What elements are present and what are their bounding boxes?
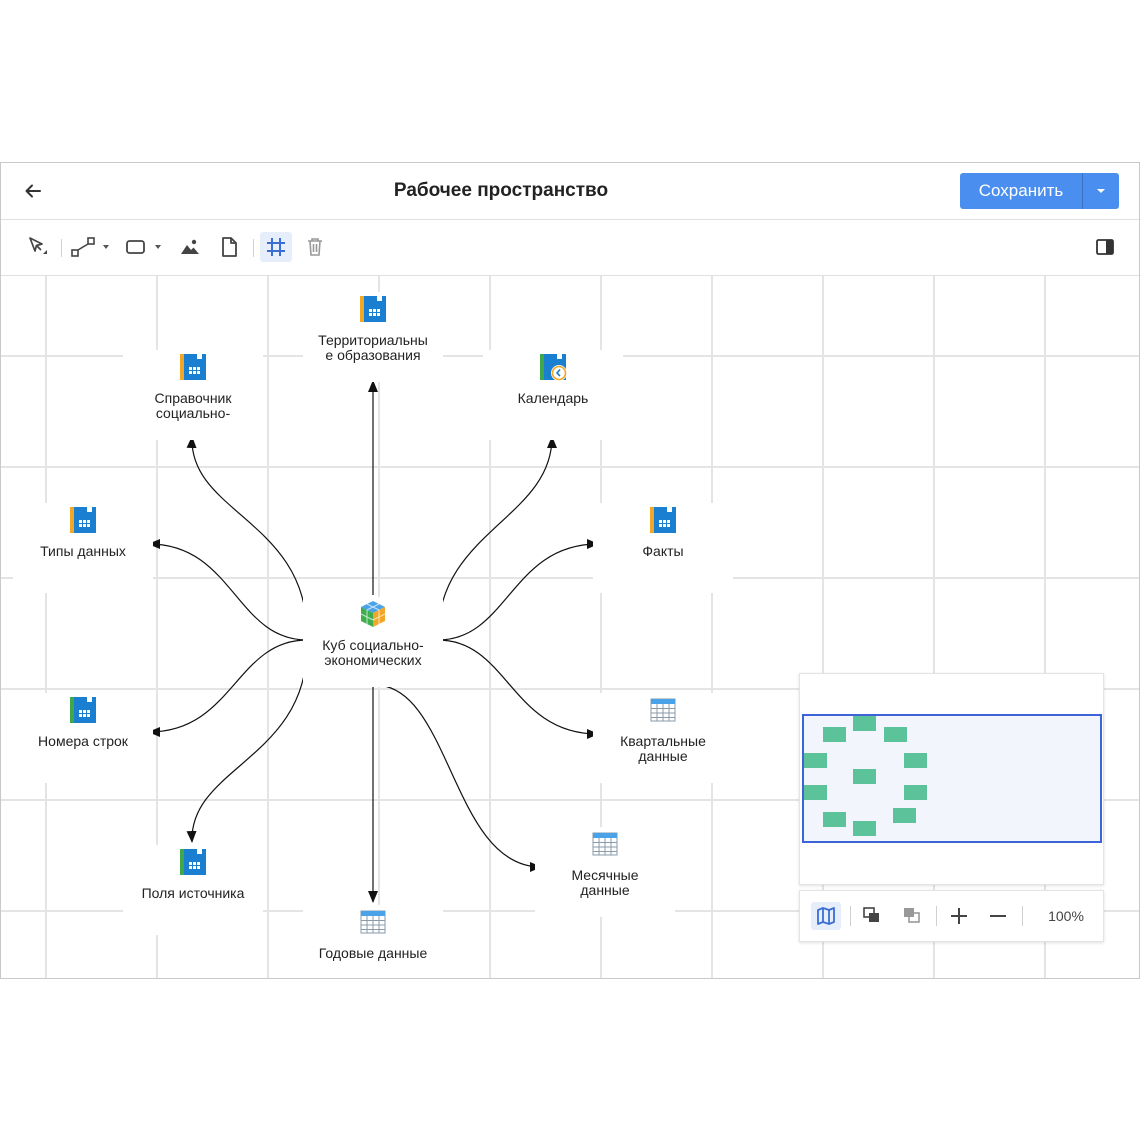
bring-forward-icon xyxy=(863,907,879,922)
node-label: Типы данных xyxy=(40,543,126,559)
zoom-toolbar: 100% xyxy=(799,890,1104,942)
zoom-in-icon xyxy=(951,908,967,924)
dictionary-icon xyxy=(70,505,96,533)
map-icon xyxy=(817,907,835,925)
trash-icon xyxy=(308,238,322,256)
dictionary-icon xyxy=(180,352,206,380)
header: Рабочее пространство Сохранить xyxy=(1,163,1139,220)
link-center-monthly xyxy=(372,684,542,872)
minimap[interactable] xyxy=(799,673,1104,885)
node-label: Квартальные данные xyxy=(620,733,706,764)
node-label: Справочник социально- xyxy=(154,390,232,421)
cube-icon xyxy=(360,601,386,627)
rectangle-icon xyxy=(126,240,161,254)
calendar-dictionary-icon xyxy=(540,352,567,381)
minimap-node xyxy=(823,812,846,827)
shape-tool-button[interactable] xyxy=(123,232,167,262)
zoom-in-button[interactable] xyxy=(944,902,974,930)
node-label: Годовые данные xyxy=(318,945,428,961)
minimap-node xyxy=(853,716,876,731)
save-button[interactable]: Сохранить xyxy=(960,173,1082,209)
dictionary-icon xyxy=(360,294,386,322)
send-backward-icon xyxy=(904,908,920,923)
table-icon xyxy=(650,698,676,722)
minimap-node xyxy=(893,808,916,823)
caret-down-icon xyxy=(1097,189,1105,193)
node-territories[interactable]: Территориальны е образования xyxy=(303,292,443,382)
arrow-left-icon xyxy=(25,184,41,198)
image-icon xyxy=(181,239,199,254)
node-calendar[interactable]: Календарь xyxy=(483,350,623,440)
link-center-quarterly xyxy=(437,639,599,739)
minimap-node xyxy=(804,753,827,768)
minimap-viewport[interactable] xyxy=(802,714,1102,843)
node-quarterly[interactable]: Квартальные данные xyxy=(593,693,733,783)
save-button-group: Сохранить xyxy=(960,173,1119,209)
bring-forward-button[interactable] xyxy=(857,902,887,930)
link-center-row-numbers xyxy=(148,639,308,737)
minimap-node xyxy=(853,821,876,836)
connector-tool-button[interactable] xyxy=(69,232,113,262)
dictionary-icon xyxy=(180,847,206,875)
node-label: Факты xyxy=(642,543,684,559)
toggle-side-panel-button[interactable] xyxy=(1090,232,1120,262)
link-center-data-types xyxy=(148,539,308,641)
link-center-social-dict xyxy=(186,436,308,641)
zoom-level[interactable]: 100% xyxy=(1048,908,1084,924)
zoom-out-button[interactable] xyxy=(983,902,1013,930)
document-tool-button[interactable] xyxy=(214,232,244,262)
node-label: Территориальны е образования xyxy=(318,332,428,363)
node-monthly[interactable]: Месячные данные xyxy=(535,827,675,917)
node-annual[interactable]: Годовые данные xyxy=(303,905,443,978)
dictionary-icon xyxy=(70,695,96,723)
table-icon xyxy=(592,832,618,856)
node-label: Поля источника xyxy=(141,885,245,901)
node-label: Календарь xyxy=(517,390,589,406)
minimap-node xyxy=(853,769,876,784)
connector-icon xyxy=(71,237,109,257)
back-button[interactable] xyxy=(19,177,47,205)
zoom-out-icon xyxy=(990,915,1006,917)
toolbar xyxy=(1,220,1139,276)
diagram-canvas[interactable]: Территориальны е образования Справочник … xyxy=(1,276,1139,978)
node-label: Куб социально- экономических xyxy=(322,637,424,668)
table-icon xyxy=(360,910,386,934)
workspace-window: Рабочее пространство Сохранить xyxy=(0,162,1140,979)
send-backward-button[interactable] xyxy=(897,902,927,930)
link-center-calendar xyxy=(437,436,557,641)
grid-toggle-button[interactable] xyxy=(260,232,292,262)
node-social-dictionary[interactable]: Справочник социально- xyxy=(123,350,263,440)
minimap-node xyxy=(823,727,846,742)
node-row-numbers[interactable]: Номера строк xyxy=(13,693,153,783)
minimap-toggle-button[interactable] xyxy=(811,902,841,930)
image-tool-button[interactable] xyxy=(175,232,205,262)
node-label: Месячные данные xyxy=(571,867,639,898)
minimap-node xyxy=(904,785,927,800)
minimap-node xyxy=(884,727,907,742)
select-tool-button[interactable] xyxy=(23,232,53,262)
link-center-facts xyxy=(437,539,599,641)
dictionary-icon xyxy=(650,505,676,533)
node-center-cube[interactable]: Куб социально- экономических xyxy=(303,597,443,687)
pointer-icon xyxy=(29,237,47,254)
minimap-node xyxy=(904,753,927,768)
grid-icon xyxy=(267,238,285,256)
panel-toggle-icon xyxy=(1096,239,1114,255)
node-data-types[interactable]: Типы данных xyxy=(13,503,153,593)
node-label: Номера строк xyxy=(38,733,128,749)
page-title: Рабочее пространство xyxy=(393,180,609,201)
delete-button[interactable] xyxy=(300,232,330,262)
link-center-source-fields xyxy=(186,639,308,843)
node-source-fields[interactable]: Поля источника xyxy=(123,845,263,935)
document-icon xyxy=(222,237,237,257)
save-options-button[interactable] xyxy=(1082,173,1119,209)
diagram-links xyxy=(148,380,599,903)
minimap-node xyxy=(804,785,827,800)
node-facts[interactable]: Факты xyxy=(593,503,733,593)
